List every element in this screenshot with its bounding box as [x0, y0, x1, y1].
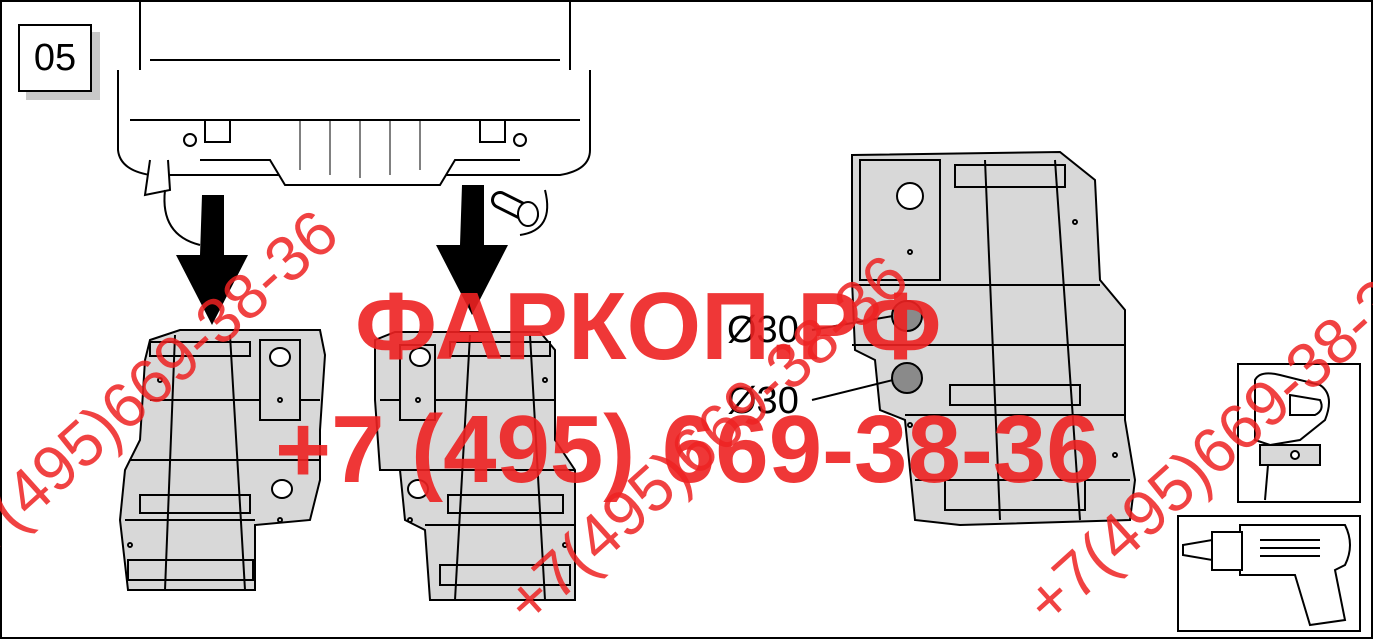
- dimension-leader-2: [811, 379, 894, 401]
- mudguard-part-right: [374, 331, 576, 601]
- drill-icon: [1177, 515, 1361, 632]
- mudguard-part-detail: [851, 150, 1137, 527]
- dimension-label-2: Ø30: [727, 380, 799, 422]
- down-arrow-left: [176, 195, 248, 325]
- mudguard-part-left: [118, 329, 327, 591]
- car-rear-underbody: [117, 2, 591, 246]
- dimension-label-1: Ø30: [727, 309, 799, 351]
- step-number-badge: 05: [18, 24, 92, 92]
- watermark-phone: +7 (495) 669-38-36: [275, 396, 1100, 503]
- down-arrow-right: [436, 185, 508, 315]
- jigsaw-icon: [1237, 363, 1361, 503]
- dimension-leader-1: [811, 315, 894, 331]
- step-number: 05: [33, 36, 77, 79]
- watermark-brand: ФАРКОП.РФ: [355, 273, 942, 380]
